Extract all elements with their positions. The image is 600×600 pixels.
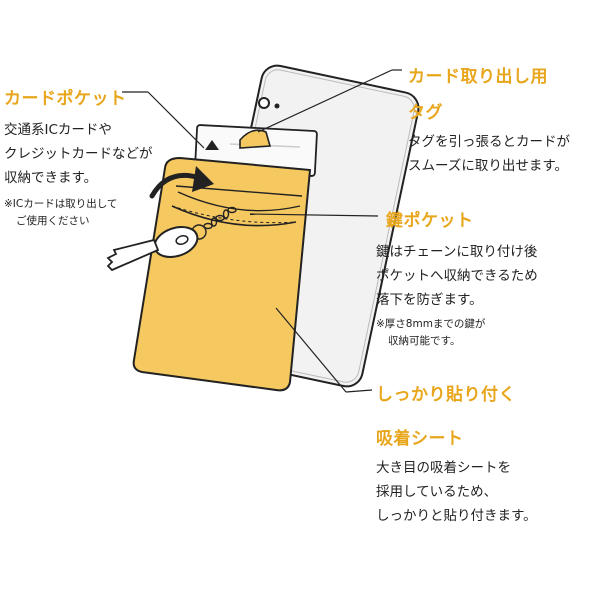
pull-tag-illustration bbox=[239, 129, 272, 149]
tag-description: タグを引っ張るとカードが スムーズに取り出せます。 bbox=[408, 130, 570, 178]
description-line: 採用しているため、 bbox=[376, 484, 498, 500]
description-line: 収納できます。 bbox=[4, 170, 98, 186]
camera-icon bbox=[258, 97, 270, 109]
description-line: タグを引っ張るとカードが bbox=[408, 134, 570, 150]
description-line: 交通系ICカードや bbox=[4, 122, 112, 138]
card-pocket-heading: カードポケット bbox=[4, 89, 127, 109]
description-line: 鍵はチェーンに取り付け後 bbox=[376, 244, 538, 260]
key-pocket-opening bbox=[171, 205, 297, 227]
key-pocket-note: ※厚さ8mmまでの鍵が 収納可能です。 bbox=[376, 316, 485, 350]
key-illustration bbox=[106, 226, 199, 272]
tag-heading-line-2: タグ bbox=[408, 103, 443, 123]
tag-heading-line-1: カード取り出し用 bbox=[408, 67, 548, 87]
note-line: ※ICカードは取り出して bbox=[4, 198, 118, 210]
note-line: ご使用ください bbox=[16, 215, 90, 227]
description-line: 落下を防ぎます。 bbox=[376, 292, 483, 308]
key-chain-illustration bbox=[191, 206, 237, 240]
card-pocket-description: 交通系ICカードや クレジットカードなどが 収納できます。 bbox=[4, 118, 153, 190]
card-pocket-note: ※ICカードは取り出して ご使用ください bbox=[4, 196, 117, 230]
description-line: 大き目の吸着シートを bbox=[376, 460, 511, 476]
description-line: クレジットカードなどが bbox=[4, 146, 153, 162]
key-pocket-heading: 鍵ポケット bbox=[386, 211, 474, 231]
suction-sheet-heading-line-1: しっかり貼り付く bbox=[376, 385, 516, 405]
pouch-illustration bbox=[132, 156, 312, 392]
suction-sheet-description: 大き目の吸着シートを 採用しているため、 しっかりと貼り付きます。 bbox=[376, 456, 537, 528]
description-line: スムーズに取り出せます。 bbox=[408, 158, 568, 174]
description-line: しっかりと貼り付きます。 bbox=[376, 508, 537, 524]
note-line: ※厚さ8mmまでの鍵が bbox=[376, 318, 486, 330]
note-line: 収納可能です。 bbox=[388, 335, 461, 347]
key-pocket-description: 鍵はチェーンに取り付け後 ポケットへ収納できるため 落下を防ぎます。 bbox=[376, 240, 538, 312]
suction-sheet-heading-line-2: 吸着シート bbox=[376, 429, 464, 449]
leader-lines bbox=[122, 69, 402, 393]
description-line: ポケットへ収納できるため bbox=[376, 268, 538, 284]
